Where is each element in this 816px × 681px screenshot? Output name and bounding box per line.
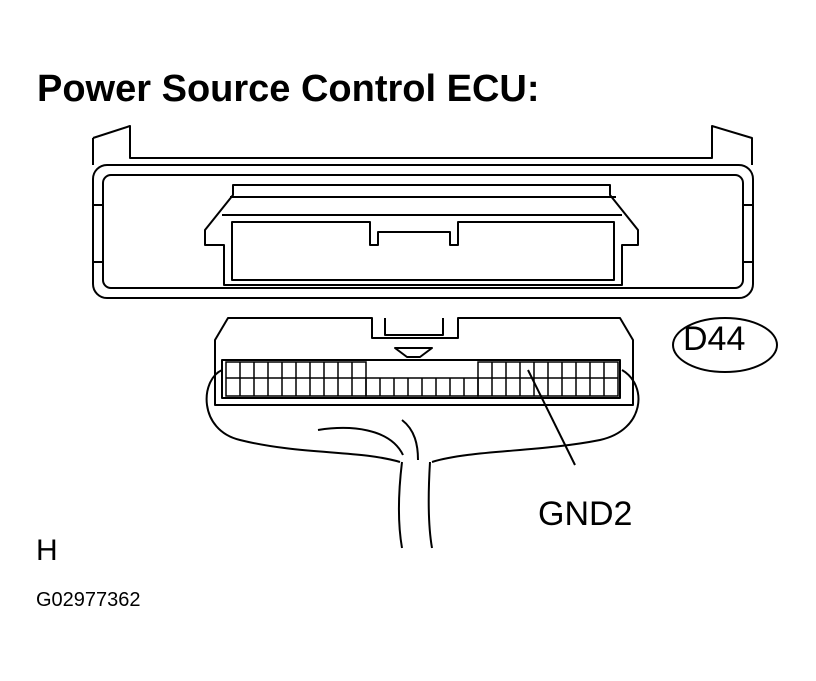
- view-letter: H: [36, 534, 58, 567]
- gnd2-pin-label: GND2: [538, 495, 633, 533]
- harness-connector: [214, 317, 634, 406]
- diagram-title: Power Source Control ECU:: [37, 68, 540, 110]
- connector-code-ellipse: [672, 317, 778, 373]
- wire-harness: [205, 369, 640, 549]
- gnd2-leader-line: [527, 369, 576, 466]
- terminal-grid: [225, 361, 619, 397]
- ecu-housing: [92, 125, 754, 299]
- connector-code-label: D44: [683, 320, 746, 358]
- figure-code: G02977362: [36, 589, 141, 611]
